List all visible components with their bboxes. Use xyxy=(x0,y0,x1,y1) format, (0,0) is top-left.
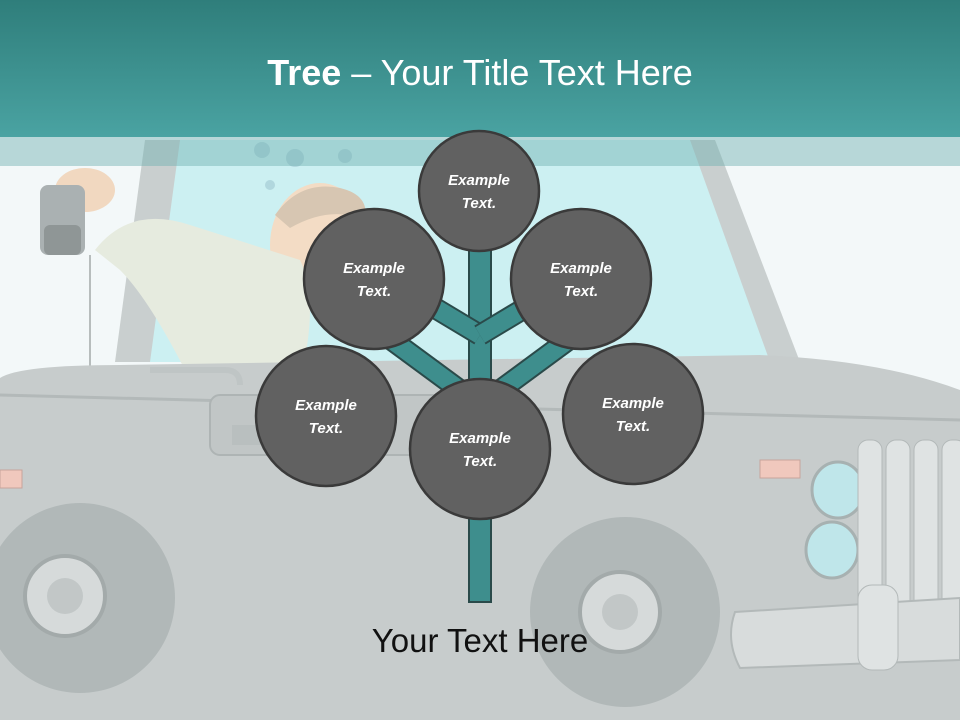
tree-node-top[interactable]: Example Text. xyxy=(417,129,541,253)
title-rest: – Your Title Text Here xyxy=(341,52,693,93)
title-bar xyxy=(0,0,960,137)
tree-node-lower-right[interactable]: Example Text. xyxy=(561,342,705,486)
title-bold: Tree xyxy=(267,52,342,93)
node-label-line2: Text. xyxy=(357,283,391,300)
node-label-line1: Example xyxy=(295,397,357,414)
tree-node-upper-right[interactable]: Example Text. xyxy=(509,207,653,351)
node-label-line2: Text. xyxy=(462,195,496,212)
node-label-line2: Text. xyxy=(463,453,497,470)
tree-node-center[interactable]: Example Text. xyxy=(408,377,552,521)
node-label-line1: Example xyxy=(448,172,510,189)
tree-node-upper-left[interactable]: Example Text. xyxy=(302,207,446,351)
node-label-line1: Example xyxy=(602,395,664,412)
slide-title: Tree – Your Title Text Here xyxy=(0,52,960,94)
node-label-line2: Text. xyxy=(564,283,598,300)
node-label-line2: Text. xyxy=(309,420,343,437)
tree-node-lower-left[interactable]: Example Text. xyxy=(254,344,398,488)
node-label-line1: Example xyxy=(550,260,612,277)
node-label-line1: Example xyxy=(343,260,405,277)
node-label-line2: Text. xyxy=(616,418,650,435)
node-label-line1: Example xyxy=(449,430,511,447)
caption-text: Your Text Here xyxy=(371,622,589,659)
